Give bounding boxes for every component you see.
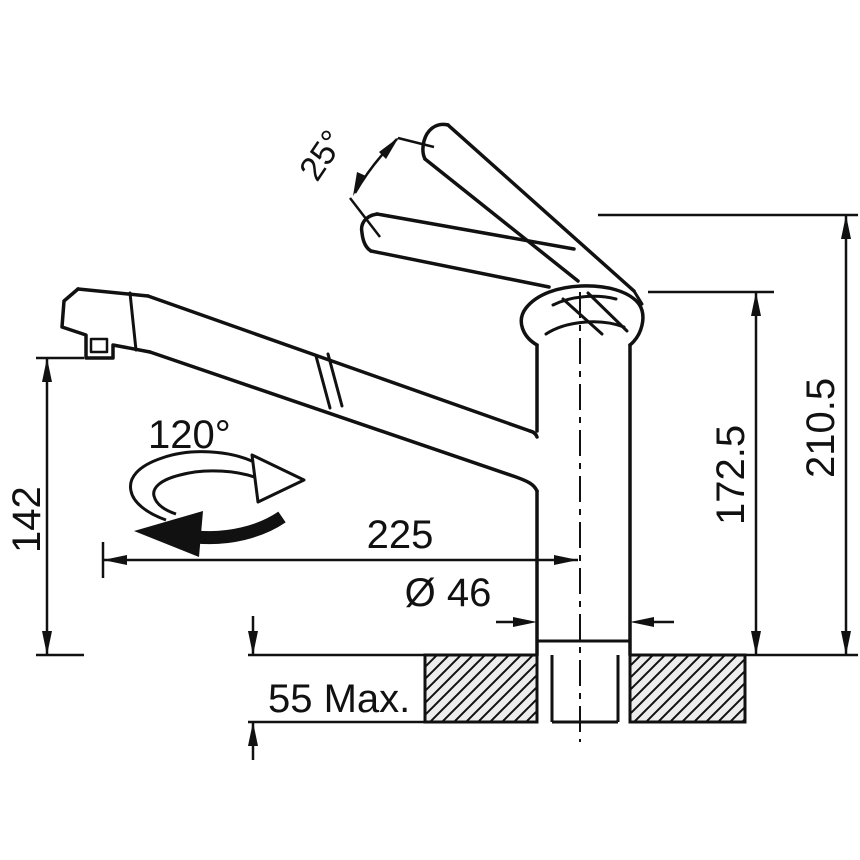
- dimension-dia46: [496, 617, 674, 627]
- label-dim-142: 142: [5, 486, 49, 553]
- dim-2105-arrow-down: [841, 631, 851, 655]
- dim-25-arrow-lower: [353, 172, 366, 196]
- dimension-2105: [598, 213, 858, 655]
- spray-head-body: [60, 287, 152, 360]
- spout-arm-top-fillet: [528, 429, 539, 439]
- dimensions: [36, 136, 858, 760]
- handle-raised-bottom: [423, 157, 580, 283]
- handle-raised-cap: [421, 122, 450, 161]
- joint-inner-curve-2: [551, 294, 618, 307]
- counter-slab-left: [423, 653, 539, 724]
- handle-raised-top: [446, 123, 636, 293]
- dimension-25deg: [349, 136, 435, 238]
- dim-55-arrow-down: [248, 631, 258, 655]
- spray-nozzle: [89, 337, 109, 354]
- rotation-arrow-120: [128, 450, 306, 557]
- joint-dome: [519, 284, 645, 347]
- rotation-band-inner: [152, 469, 263, 516]
- spout-joint-line-1: [314, 354, 332, 410]
- faucet-outline: [60, 122, 645, 657]
- handle-horizontal-cap: [359, 212, 379, 253]
- dimension-55max: [248, 616, 258, 760]
- spout-joint-line-2: [326, 352, 344, 408]
- spray-head-top: [76, 287, 150, 298]
- dimension-labels: 25° 120° 142 225 Ø 46 172.5 210.5 55 Max…: [5, 124, 843, 721]
- spout-arm-bottom: [148, 350, 539, 493]
- dim-142-arrow-up: [42, 358, 52, 382]
- dim-2105-arrow-up: [841, 215, 851, 239]
- dimension-142: [36, 356, 84, 655]
- label-dim-dia46: Ø 46: [405, 571, 492, 615]
- dim-225-arrow-left: [103, 555, 127, 565]
- rotation-band-outer: [128, 450, 257, 522]
- dim-46-arrow-right: [630, 617, 654, 627]
- dim-55-arrow-up: [248, 722, 258, 746]
- label-angle-25: 25°: [292, 124, 352, 188]
- rotation-arrowhead-solid: [134, 511, 203, 557]
- label-angle-120: 120°: [148, 413, 231, 457]
- dim-25-arrow-upper: [379, 137, 399, 159]
- dim-46-arrow-left: [513, 617, 537, 627]
- spray-head-separator: [128, 291, 138, 352]
- dim-25-ext-2: [397, 136, 435, 149]
- rotation-tail-solid: [195, 511, 286, 545]
- rotation-arrowhead-open: [250, 453, 306, 504]
- label-dim-55max: 55 Max.: [268, 677, 410, 721]
- label-dim-225: 225: [367, 513, 434, 557]
- dim-1725-arrow-up: [751, 292, 761, 316]
- dim-25-ext-1: [349, 197, 381, 238]
- dim-142-arrow-down: [42, 631, 52, 655]
- handle-horizontal-bottom: [369, 249, 551, 289]
- joint-detail-1: [561, 297, 604, 336]
- dimension-225: [101, 542, 578, 578]
- handle-horizontal-top: [375, 212, 576, 251]
- dim-225-arrow-right: [554, 555, 578, 565]
- spout-arm-top: [146, 294, 532, 433]
- handle-raised-end: [632, 289, 644, 306]
- label-dim-1725: 172.5: [709, 425, 753, 525]
- joint-detail-2: [586, 291, 629, 333]
- counter-slab-right: [628, 653, 747, 724]
- label-dim-2105: 210.5: [799, 378, 843, 478]
- dim-1725-arrow-down: [751, 631, 761, 655]
- dimension-1725: [648, 290, 774, 655]
- countertop: [36, 653, 858, 724]
- joint-inner-curve-1: [544, 320, 626, 336]
